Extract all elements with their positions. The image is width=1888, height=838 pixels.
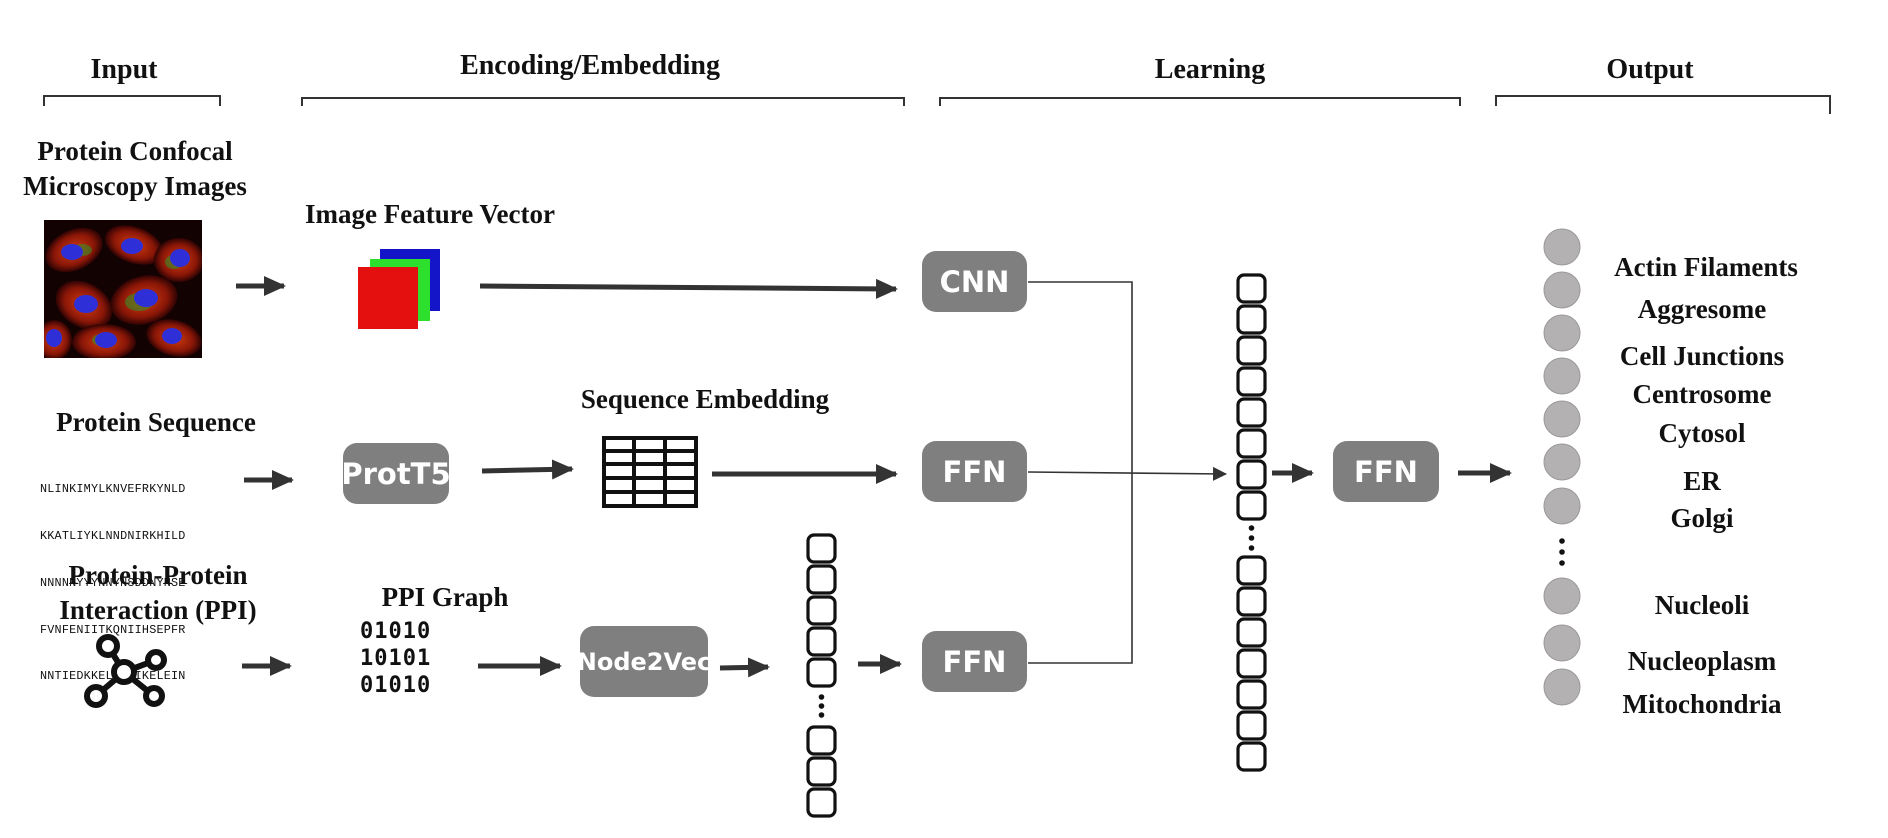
binary-code-icon: 01010 10101 01010: [360, 618, 431, 699]
arrow: [481, 459, 574, 480]
sequence-line: NNNNNYYYNNYNSDDNYNSE: [40, 575, 186, 590]
header-output: Output: [1606, 54, 1694, 85]
output-label: Centrosome: [1632, 379, 1772, 409]
image-feature-vector-label: Image Feature Vector: [305, 199, 555, 229]
output-label: Actin Filaments: [1614, 252, 1798, 282]
rgb-channels-icon: [358, 249, 440, 329]
ffn-ppi-box: FFN: [922, 631, 1027, 692]
ppi-graph-label: PPI Graph: [381, 582, 509, 612]
ffn-final-box: FFN: [1333, 441, 1439, 502]
binary-row: 01010: [360, 619, 432, 644]
bracket-output: [1495, 95, 1831, 114]
prott5-box: ProtT5: [341, 443, 451, 504]
output-label: Mitochondria: [1622, 689, 1782, 719]
output-label: Aggresome: [1637, 294, 1767, 324]
binary-row: 01010: [360, 673, 432, 698]
sequence-line: NLINKIMYLKNVEFRKYNLD: [40, 482, 186, 497]
ffn-sequence-box: FFN: [922, 441, 1027, 502]
output-label: Cytosol: [1658, 418, 1746, 448]
bracket-input: [43, 95, 221, 106]
sequence-embedding-label: Sequence Embedding: [580, 384, 830, 414]
header-encoding: Encoding/Embedding: [460, 50, 720, 81]
output-nodes: [1543, 228, 1581, 706]
ppi-embedding-vector: [806, 533, 837, 818]
output-label: Golgi: [1670, 503, 1734, 533]
arrow: [479, 278, 898, 299]
binary-row: 10101: [360, 646, 432, 671]
concat-vector-ellipsis: [1248, 525, 1255, 551]
microscopy-image: [44, 220, 202, 358]
sequence-line: FVNFENIITKQNIIHSEPFR: [40, 622, 186, 637]
ppi-label-line1: Protein-Protein: [68, 560, 248, 590]
ppi-label: Protein-Protein Interaction (PPI): [8, 558, 308, 628]
ppi-vector-ellipsis: [818, 694, 825, 718]
ppi-label-line2: Interaction (PPI): [59, 595, 257, 625]
protein-images-label-line1: Protein Confocal: [37, 136, 233, 166]
concatenated-vector: [1236, 273, 1267, 772]
output-label: Nucleoli: [1654, 590, 1750, 620]
embedding-table-icon: [602, 436, 698, 508]
node2vec-box: Node2Vec: [577, 626, 711, 697]
bracket-learning: [939, 97, 1461, 106]
header-input: Input: [90, 54, 158, 85]
header-learning: Learning: [1154, 54, 1266, 85]
protein-images-label-line2: Microscopy Images: [23, 171, 247, 201]
cnn-box: CNN: [922, 251, 1027, 312]
output-label: Cell Junctions: [1619, 341, 1785, 371]
protein-images-label: Protein Confocal Microscopy Images: [0, 134, 270, 204]
header-brackets: [43, 95, 1831, 114]
connector-ffn: [1027, 466, 1227, 481]
output-ellipsis: [1559, 538, 1565, 566]
protein-sequence-label: Protein Sequence: [56, 407, 256, 437]
network-icon: [84, 634, 167, 708]
sequence-line: KKATLIYKLNNDNIRKHILD: [40, 528, 186, 543]
output-label: Nucleoplasm: [1627, 646, 1777, 676]
arrow: [719, 657, 770, 678]
output-label: ER: [1683, 466, 1721, 496]
bracket-encoding: [301, 97, 905, 106]
